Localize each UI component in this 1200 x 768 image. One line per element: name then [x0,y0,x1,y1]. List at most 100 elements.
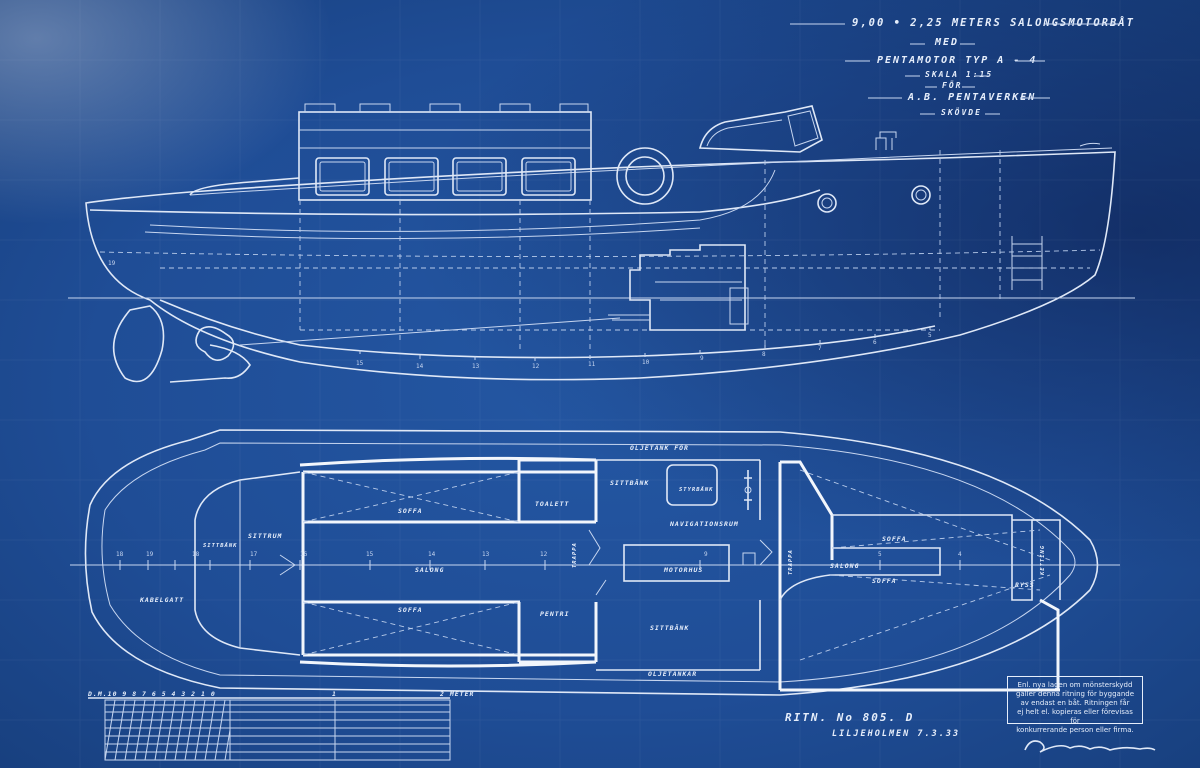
svg-text:12: 12 [540,551,548,558]
svg-text:17: 17 [250,551,258,558]
svg-text:19: 19 [146,551,154,558]
svg-text:5: 5 [878,551,882,558]
svg-text:18: 18 [192,551,200,558]
svg-text:5: 5 [928,332,932,339]
svg-text:4: 4 [958,551,962,558]
scale-mid-label: 1 [332,690,337,698]
windscreen [698,105,823,153]
svg-text:14: 14 [416,363,424,370]
svg-text:12: 12 [532,363,540,370]
scale-bar [88,697,451,761]
steering-lever [744,470,752,510]
label-soffa-fwd-bottom: SOFFA [872,577,897,585]
cabin-superstructure [298,103,592,201]
title-line-3: PENTAMOTOR TYP A - 4 [877,55,1038,66]
label-kabelgatt: KABELGATT [140,596,185,604]
svg-text:14: 14 [428,551,436,558]
engine [608,244,749,331]
chain-locker [1012,519,1061,600]
hull-outline [85,151,1116,381]
svg-text:8: 8 [762,351,766,358]
cabin-window [521,157,576,196]
sheer-line [89,189,821,216]
svg-text:9: 9 [700,355,704,362]
drawing-number: RITN. No 805. D [785,711,915,724]
porthole [817,193,837,213]
scale-right-label: 2 METER [440,690,475,698]
svg-text:19: 19 [108,260,116,267]
label-sittbank-nav-top: SITTBÄNK [610,479,650,487]
label-ryss: RYSS [1015,581,1035,589]
saloon-bulkheads [301,458,598,664]
porthole [911,185,931,205]
cabin-window [384,157,439,196]
label-soffa-saloon-bottom: SOFFA [398,606,423,614]
life-ring [616,147,674,205]
motorhus-box [623,544,730,582]
profile-view: 15 14 13 12 11 10 9 8 7 6 5 19 [68,103,1135,383]
aft-coaming [189,177,300,196]
plan-hull-outline [84,429,1099,696]
deck-line [189,147,1113,196]
svg-text:6: 6 [873,339,877,346]
label-oljetank-top: OLJETANK FÖR [630,444,689,452]
notice-line: Enl. nya lagen om mönsterskydd [1017,681,1133,689]
svg-text:18: 18 [116,551,124,558]
label-ketting: KETTING [1040,544,1046,575]
rudder [112,305,165,383]
label-trappa-fwd: TRAPPA [788,549,794,575]
label-oljetank-bottom: OLJETANKAR [648,670,698,678]
cockpit [194,471,301,656]
label-sittbank-aft: SITTBÄNK [203,543,238,549]
place-date: LILJEHOLMEN 7.3.33 [832,729,961,739]
label-pentri: PENTRI [540,610,570,618]
scale-left-label: D.M.10 9 8 7 6 5 4 3 2 1 0 [88,690,216,698]
notice-line: konkurrerande person eller firma. [1016,726,1134,734]
label-motorhus: MOTORHUS [664,566,704,574]
label-soffa-saloon-top: SOFFA [398,507,423,515]
title-line-7: SKÖVDE [941,108,982,117]
svg-text:7: 7 [818,345,822,352]
label-trappa-aft: TRAPPA [572,542,578,568]
cabin-window [315,157,370,196]
notice-line: ej helt el. kopieras eller förevisas för [1017,708,1133,725]
label-navigationsrum: NAVIGATIONSRUM [670,520,739,528]
label-styrbank: STYRBÄNK [679,487,714,493]
svg-text:9: 9 [704,551,708,558]
signature-mark [1024,740,1156,753]
notice-line: gäller denna ritning för byggande [1015,690,1135,698]
svg-text:13: 13 [482,551,490,558]
title-rules [790,23,1120,115]
deck-fitting [875,131,897,150]
propeller [195,326,235,361]
label-toalett: TOALETT [535,500,570,508]
title-line-4: SKALA 1:15 [925,70,994,79]
copyright-notice: Enl. nya lagen om mönsterskydd gäller de… [1007,676,1143,734]
svg-text:15: 15 [366,551,374,558]
navigation-room [596,459,761,671]
plan-view: 18 19 18 17 16 15 14 13 12 9 5 4 [70,429,1120,696]
svg-text:16: 16 [300,551,308,558]
label-sittrum: SITTRUM [248,532,283,540]
svg-text:13: 13 [472,363,480,370]
keel-line [159,299,936,359]
label-sittbank-nav-bottom: SITTBÄNK [650,624,690,632]
title-line-5: FÖR [942,81,963,90]
title-line-1: 9,00 • 2,25 METERS SALONGSMOTORBÅT [852,17,1135,29]
propeller-shaft [239,317,621,346]
ladder [1011,236,1043,290]
title-line-6: A.B. PENTAVERKEN [908,92,1037,103]
styrbank-box [666,464,718,506]
svg-text:10: 10 [642,359,650,366]
forward-bulkhead [778,460,1060,692]
label-salong-aft: SALONG [415,566,445,574]
svg-text:15: 15 [356,360,364,367]
title-line-2: MED [935,37,960,48]
notice-line: av endast en båt. Ritningen får [1020,699,1130,707]
plan-deck-edge [101,442,1076,683]
svg-text:11: 11 [588,361,596,368]
label-soffa-fwd-top: SOFFA [882,535,907,543]
